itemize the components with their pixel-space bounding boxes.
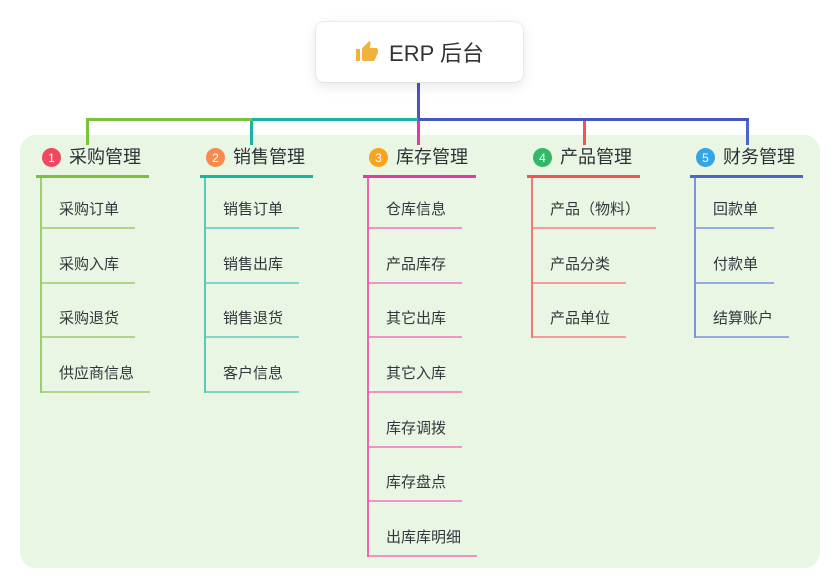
connector-drop <box>250 118 253 145</box>
connector-segment-right <box>418 118 749 121</box>
connector-segment-left <box>86 118 252 121</box>
child-node[interactable]: 回款单 <box>696 178 775 229</box>
branch-label: 库存管理 <box>396 147 468 167</box>
child-node-label: 采购订单 <box>59 201 120 218</box>
child-node[interactable]: 采购入库 <box>42 229 136 284</box>
branch-index-badge: 5 <box>696 148 715 167</box>
root-node[interactable]: ERP 后台 <box>316 22 523 82</box>
branch-index-badge: 2 <box>206 148 225 167</box>
child-node[interactable]: 其它出库 <box>369 284 463 339</box>
branch-label: 采购管理 <box>69 147 141 167</box>
connector-drop <box>746 118 749 145</box>
child-node[interactable]: 销售出库 <box>206 229 300 284</box>
child-node-label: 销售退货 <box>223 310 284 328</box>
connector-drop <box>86 118 89 145</box>
branch-column: 1 采购管理 采购订单 采购入库 采购退货 供应商信息 <box>36 146 151 393</box>
child-node[interactable]: 产品单位 <box>533 284 627 339</box>
connector-drop <box>417 118 420 145</box>
child-node[interactable]: 客户信息 <box>206 338 300 393</box>
child-node-label: 其它出库 <box>386 310 447 328</box>
child-node[interactable]: 销售退货 <box>206 284 300 339</box>
branch-index-badge: 3 <box>369 148 388 167</box>
child-node[interactable]: 库存盘点 <box>369 448 463 503</box>
child-node[interactable]: 产品分类 <box>533 229 627 284</box>
child-node-label: 销售出库 <box>223 255 284 273</box>
branch-node[interactable]: 3 库存管理 <box>363 146 476 178</box>
branch-index-badge: 4 <box>533 148 552 167</box>
child-node-label: 客户信息 <box>223 364 284 382</box>
connector-segment-mid <box>252 118 418 121</box>
branch-label: 销售管理 <box>233 147 305 167</box>
branch-node[interactable]: 5 财务管理 <box>690 146 803 178</box>
branch-label: 财务管理 <box>723 147 795 167</box>
child-node[interactable]: 采购退货 <box>42 284 136 339</box>
child-node-label: 产品分类 <box>550 255 611 273</box>
child-node-label: 库存盘点 <box>386 474 447 492</box>
root-node-label: ERP 后台 <box>389 41 484 66</box>
branch-children: 采购订单 采购入库 采购退货 供应商信息 <box>40 178 151 393</box>
child-node[interactable]: 付款单 <box>696 229 775 284</box>
branch-children: 仓库信息 产品库存 其它出库 其它入库 库存调拨 库存盘点 出库库明细 <box>367 178 478 557</box>
branch-children: 产品（物料） 产品分类 产品单位 <box>531 178 657 339</box>
branch-index-badge: 1 <box>42 148 61 167</box>
child-node-label: 付款单 <box>713 255 759 273</box>
branch-children: 销售订单 销售出库 销售退货 客户信息 <box>204 178 313 393</box>
child-node-label: 仓库信息 <box>386 201 447 218</box>
branch-label: 产品管理 <box>560 147 632 167</box>
child-node-label: 采购入库 <box>59 255 120 273</box>
child-node[interactable]: 仓库信息 <box>369 178 463 229</box>
child-node-label: 库存调拨 <box>386 419 447 437</box>
child-node[interactable]: 产品（物料） <box>533 178 657 229</box>
branch-node[interactable]: 2 销售管理 <box>200 146 313 178</box>
branch-column: 2 销售管理 销售订单 销售出库 销售退货 客户信息 <box>200 146 313 393</box>
branch-column: 5 财务管理 回款单 付款单 结算账户 <box>690 146 803 339</box>
child-node-label: 销售订单 <box>223 201 284 218</box>
connector-drop <box>583 118 586 145</box>
child-node-label: 供应商信息 <box>59 364 135 382</box>
branch-column: 3 库存管理 仓库信息 产品库存 其它出库 其它入库 库存调拨 库存盘点 出库库… <box>363 146 478 557</box>
child-node[interactable]: 出库库明细 <box>369 502 478 557</box>
child-node[interactable]: 产品库存 <box>369 229 463 284</box>
child-node-label: 采购退货 <box>59 310 120 328</box>
child-node[interactable]: 销售订单 <box>206 178 300 229</box>
child-node-label: 出库库明细 <box>386 528 462 546</box>
child-node-label: 回款单 <box>713 201 759 218</box>
child-node-label: 产品（物料） <box>550 201 641 218</box>
root-connector-stem <box>417 82 420 121</box>
branch-children: 回款单 付款单 结算账户 <box>694 178 803 339</box>
branch-column: 4 产品管理 产品（物料） 产品分类 产品单位 <box>527 146 657 339</box>
child-node[interactable]: 其它入库 <box>369 338 463 393</box>
branches-panel: 1 采购管理 采购订单 采购入库 采购退货 供应商信息 2 销售管理 销售订单 … <box>20 135 820 568</box>
child-node[interactable]: 库存调拨 <box>369 393 463 448</box>
branch-node[interactable]: 1 采购管理 <box>36 146 149 178</box>
child-node-label: 其它入库 <box>386 364 447 382</box>
child-node[interactable]: 供应商信息 <box>42 338 151 393</box>
child-node-label: 产品单位 <box>550 310 611 328</box>
child-node[interactable]: 采购订单 <box>42 178 136 229</box>
child-node-label: 结算账户 <box>713 310 774 328</box>
child-node-label: 产品库存 <box>386 255 447 273</box>
thumbs-up-icon <box>355 40 379 64</box>
child-node[interactable]: 结算账户 <box>696 284 790 339</box>
branch-node[interactable]: 4 产品管理 <box>527 146 640 178</box>
